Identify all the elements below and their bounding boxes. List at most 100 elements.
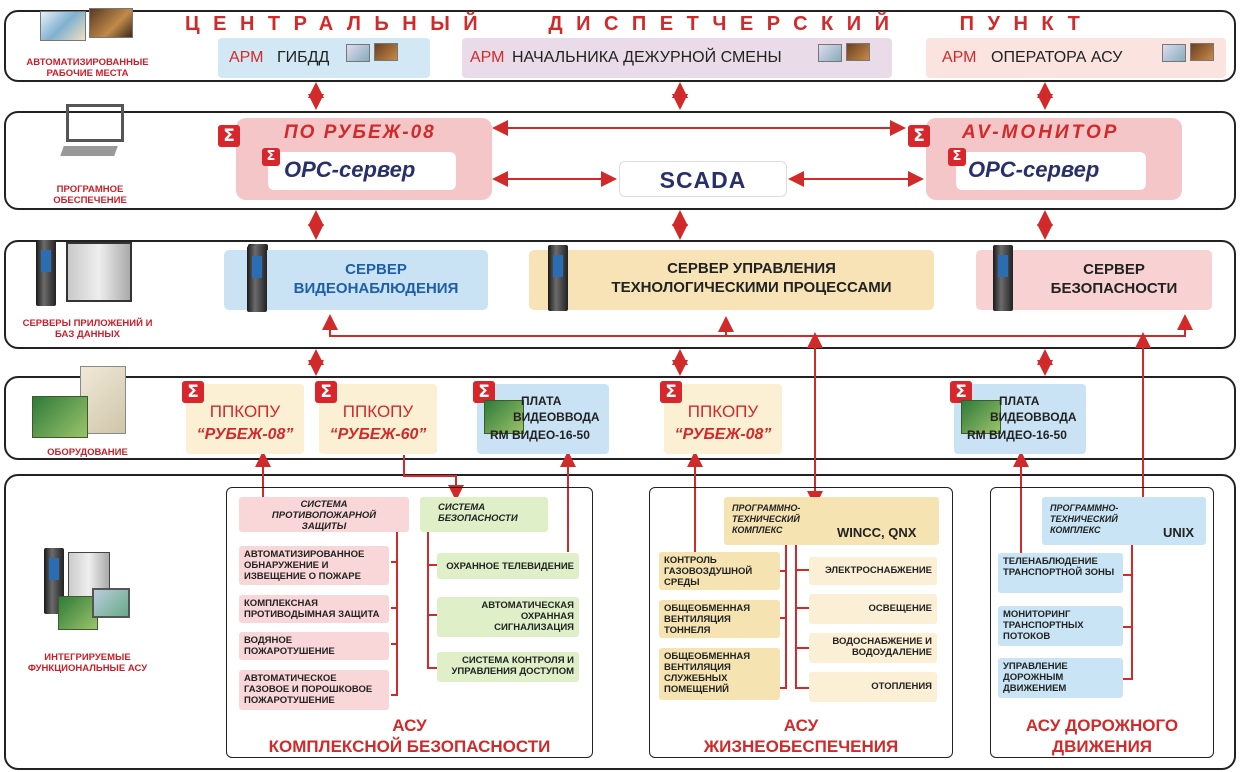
integrated-illustration — [44, 548, 132, 630]
rack-icon — [548, 245, 568, 311]
life-item-gas[interactable]: КОНТРОЛЬ ГАЗОВОЗДУШНОЙ СРЕДЫ — [659, 552, 780, 590]
sigma-icon: Σ — [182, 381, 204, 403]
security-server[interactable]: СЕРВЕР БЕЗОПАСНОСТИ — [976, 250, 1212, 310]
opc-server-label-left: OPC-сервер — [284, 157, 416, 182]
arm-shift-chief[interactable]: АРМ НАЧАЛЬНИКА ДЕЖУРНОЙ СМЕНЫ — [462, 38, 892, 78]
life-item-rooms[interactable]: ОБЩЕОБМЕННАЯ ВЕНТИЛЯЦИЯ СЛУЖЕБНЫХ ПОМЕЩЕ… — [659, 648, 780, 700]
sec-item-cctv[interactable]: ОХРАННОЕ ТЕЛЕВИДЕНИЕ — [437, 553, 579, 579]
life-item-tunnel[interactable]: ОБЩЕОБМЕННАЯ ВЕНТИЛЯЦИЯ ТОННЕЛЯ — [659, 600, 780, 638]
life-item-water[interactable]: ВОДОСНАБЖЕНИЕ И ВОДОУДАЛЕНИЕ — [809, 633, 937, 663]
cabinet-icon — [66, 242, 132, 302]
monitor-icon — [66, 104, 124, 142]
life-asu-title2: ЖИЗНЕОБЕСПЕЧЕНИЯ — [703, 737, 899, 756]
sigma-icon: Σ — [262, 148, 280, 166]
road-complex[interactable]: ПРОГРАММНО-ТЕХНИЧЕСКИЙ КОМПЛЕКС UNIX — [1042, 497, 1206, 545]
ppkop2-name: ППКОПУ — [342, 402, 414, 421]
security-asu-title2: КОМПЛЕКСНОЙ БЕЗОПАСНОСТИ — [268, 737, 551, 756]
security-server-label: СЕРВЕР БЕЗОПАСНОСТИ — [1050, 261, 1178, 297]
video1-line3: RM ВИДЕО-16-50 — [490, 428, 590, 442]
arm-operator-label: ОПЕРАТОРА АСУ — [991, 49, 1123, 66]
opc-server-label-right: OPC-сервер — [968, 157, 1100, 182]
tier-integrated-label: ИНТЕГРИРУЕМЫЕ ФУНКЦИОНАЛЬНЫЕ АСУ — [27, 652, 148, 674]
opc-server-box-right[interactable] — [956, 152, 1146, 190]
fire-item-gas[interactable]: АВТОМАТИЧЕСКОЕ ГАЗОВОЕ И ПОРОШКОВОЕ ПОЖА… — [239, 670, 389, 710]
sigma-icon: Σ — [908, 125, 930, 147]
rack-icon — [247, 246, 267, 312]
life-item-power[interactable]: ЭЛЕКТРОСНАБЖЕНИЕ — [809, 557, 937, 585]
life-complex-label: ПРОГРАММНО-ТЕХНИЧЕСКИЙ КОМПЛЕКС — [732, 503, 801, 535]
process-server-label: СЕРВЕР УПРАВЛЕНИЯ ТЕХНОЛОГИЧЕСКИМИ ПРОЦЕ… — [611, 260, 892, 296]
video2-line3: RM ВИДЕО-16-50 — [967, 428, 1067, 442]
rack-icon — [993, 245, 1013, 311]
monitor-thumb — [346, 44, 370, 62]
video-server-label: СЕРВЕР ВИДЕОНАБЛЮДЕНИЯ — [293, 261, 459, 297]
keyboard-icon — [60, 146, 118, 156]
life-complex-tag: WINCC, QNX — [837, 525, 917, 540]
sec-item-access[interactable]: СИСТЕМА КОНТРОЛЯ И УПРАВЛЕНИЯ ДОСТУПОМ — [437, 652, 579, 682]
ppkop3-name: ППКОПУ — [687, 402, 759, 421]
security-system-header[interactable]: СИСТЕМА БЕЗОПАСНОСТИ — [420, 497, 548, 532]
ppkop-rubezh08-b[interactable] — [664, 384, 782, 454]
ppkop3-model: “РУБЕЖ-08” — [674, 426, 772, 443]
tier-software-label: ПРОГРАМНОЕ ОБЕСПЕЧЕНИЕ — [53, 184, 127, 206]
rack-icon — [36, 240, 56, 306]
ppkop1-model: “РУБЕЖ-08” — [196, 426, 294, 443]
tier-servers-label: СЕРВЕРЫ ПРИЛОЖЕНИЙ И БАЗ ДАННЫХ — [22, 318, 153, 340]
arm-gibdd[interactable]: АРМ ГИБДД — [218, 38, 430, 78]
life-item-heating[interactable]: ОТОПЛЕНИЯ — [809, 672, 937, 702]
life-complex[interactable]: ПРОГРАММНО-ТЕХНИЧЕСКИЙ КОМПЛЕКС WINCC, Q… — [724, 497, 939, 545]
equipment-illustration — [32, 366, 126, 438]
fire-item-water[interactable]: ВОДЯНОЕ ПОЖАРОТУШЕНИЕ — [239, 632, 389, 660]
sigma-icon: Σ — [948, 148, 966, 166]
fire-system-header[interactable]: СИСТЕМА ПРОТИВОПОЖАРНОЙ ЗАЩИТЫ — [239, 497, 409, 532]
board-icon — [32, 396, 88, 438]
arm-gibdd-prefix: АРМ — [229, 49, 264, 66]
computer-illustration — [60, 104, 132, 156]
sigma-icon: Σ — [315, 381, 337, 403]
process-server[interactable]: СЕРВЕР УПРАВЛЕНИЯ ТЕХНОЛОГИЧЕСКИМИ ПРОЦЕ… — [529, 250, 934, 310]
video1-line2: ВИДЕОВВОДА — [513, 410, 600, 424]
video2-line1: ПЛАТА — [999, 394, 1040, 408]
ppkop1-name: ППКОПУ — [209, 402, 281, 421]
room-thumb — [846, 43, 870, 61]
road-item-control[interactable]: УПРАВЛЕНИЕ ДОРОЖНЫМ ДВИЖЕНИЕМ — [998, 658, 1123, 698]
life-item-lighting[interactable]: ОСВЕЩЕНИЕ — [809, 594, 937, 624]
road-item-monitoring[interactable]: МОНИТОРИНГ ТРАНСПОРТНЫХ ПОТОКОВ — [998, 606, 1123, 646]
sec-item-alarm[interactable]: АВТОМАТИЧЕСКАЯ ОХРАННАЯ СИГНАЛИЗАЦИЯ — [437, 597, 579, 637]
page-title: ЦЕНТРАЛЬНЫЙ ДИСПЕТЧЕРСКИЙ ПУНКТ — [185, 13, 1094, 35]
video2-line2: ВИДЕОВВОДА — [990, 410, 1077, 424]
ppkop-rubezh60[interactable] — [319, 384, 437, 454]
tier-workstations-label: АВТОМАТИЗИРОВАННЫЕ РАБОЧИЕ МЕСТА — [26, 57, 149, 79]
scada-box[interactable] — [619, 161, 787, 197]
scada-label: SCADA — [659, 167, 747, 193]
av-monitor-title: AV-МОНИТОР — [962, 122, 1120, 143]
ppkop-rubezh08-a[interactable] — [186, 384, 304, 454]
monitor-illustration — [40, 11, 86, 41]
board-icon — [961, 400, 1001, 434]
board-icon — [484, 400, 524, 434]
monitor-icon — [92, 588, 130, 618]
opc-server-box-left[interactable] — [268, 152, 456, 190]
arm-shift-prefix: АРМ — [470, 49, 505, 66]
room-thumb — [374, 43, 398, 61]
arm-gibdd-label: ГИБДД — [277, 49, 330, 66]
room-photo — [89, 8, 133, 38]
video1-line1: ПЛАТА — [521, 394, 562, 408]
ppkop2-model: “РУБЕЖ-60” — [329, 426, 427, 443]
sigma-icon: Σ — [473, 381, 495, 403]
fire-item-detection[interactable]: АВТОМАТИЗИРОВАННОЕ ОБНАРУЖЕНИЕ И ИЗВЕЩЕН… — [239, 546, 389, 585]
tier-equipment-label: ОБОРУДОВАНИЕ — [47, 447, 128, 458]
road-complex-label: ПРОГРАММНО-ТЕХНИЧЕСКИЙ КОМПЛЕКС — [1050, 503, 1119, 535]
fire-item-smoke[interactable]: КОМПЛЕКСНАЯ ПРОТИВОДЫМНАЯ ЗАЩИТА — [239, 595, 389, 623]
road-item-cctv[interactable]: ТЕЛЕНАБЛЮДЕНИЕ ТРАНСПОРТНОЙ ЗОНЫ — [998, 553, 1123, 593]
video-server[interactable]: СЕРВЕР ВИДЕОНАБЛЮДЕНИЯ — [224, 250, 488, 310]
arm-asu-operator[interactable]: АРМ ОПЕРАТОРА АСУ — [926, 38, 1226, 78]
arm-operator-prefix: АРМ — [942, 49, 977, 66]
road-asu-title1: АСУ ДОРОЖНОГО — [1025, 716, 1179, 735]
sigma-icon: Σ — [950, 381, 972, 403]
sigma-icon: Σ — [218, 125, 240, 147]
road-asu-group — [990, 487, 1214, 758]
security-asu-title1: АСУ — [392, 716, 427, 735]
life-asu-group — [649, 487, 953, 758]
